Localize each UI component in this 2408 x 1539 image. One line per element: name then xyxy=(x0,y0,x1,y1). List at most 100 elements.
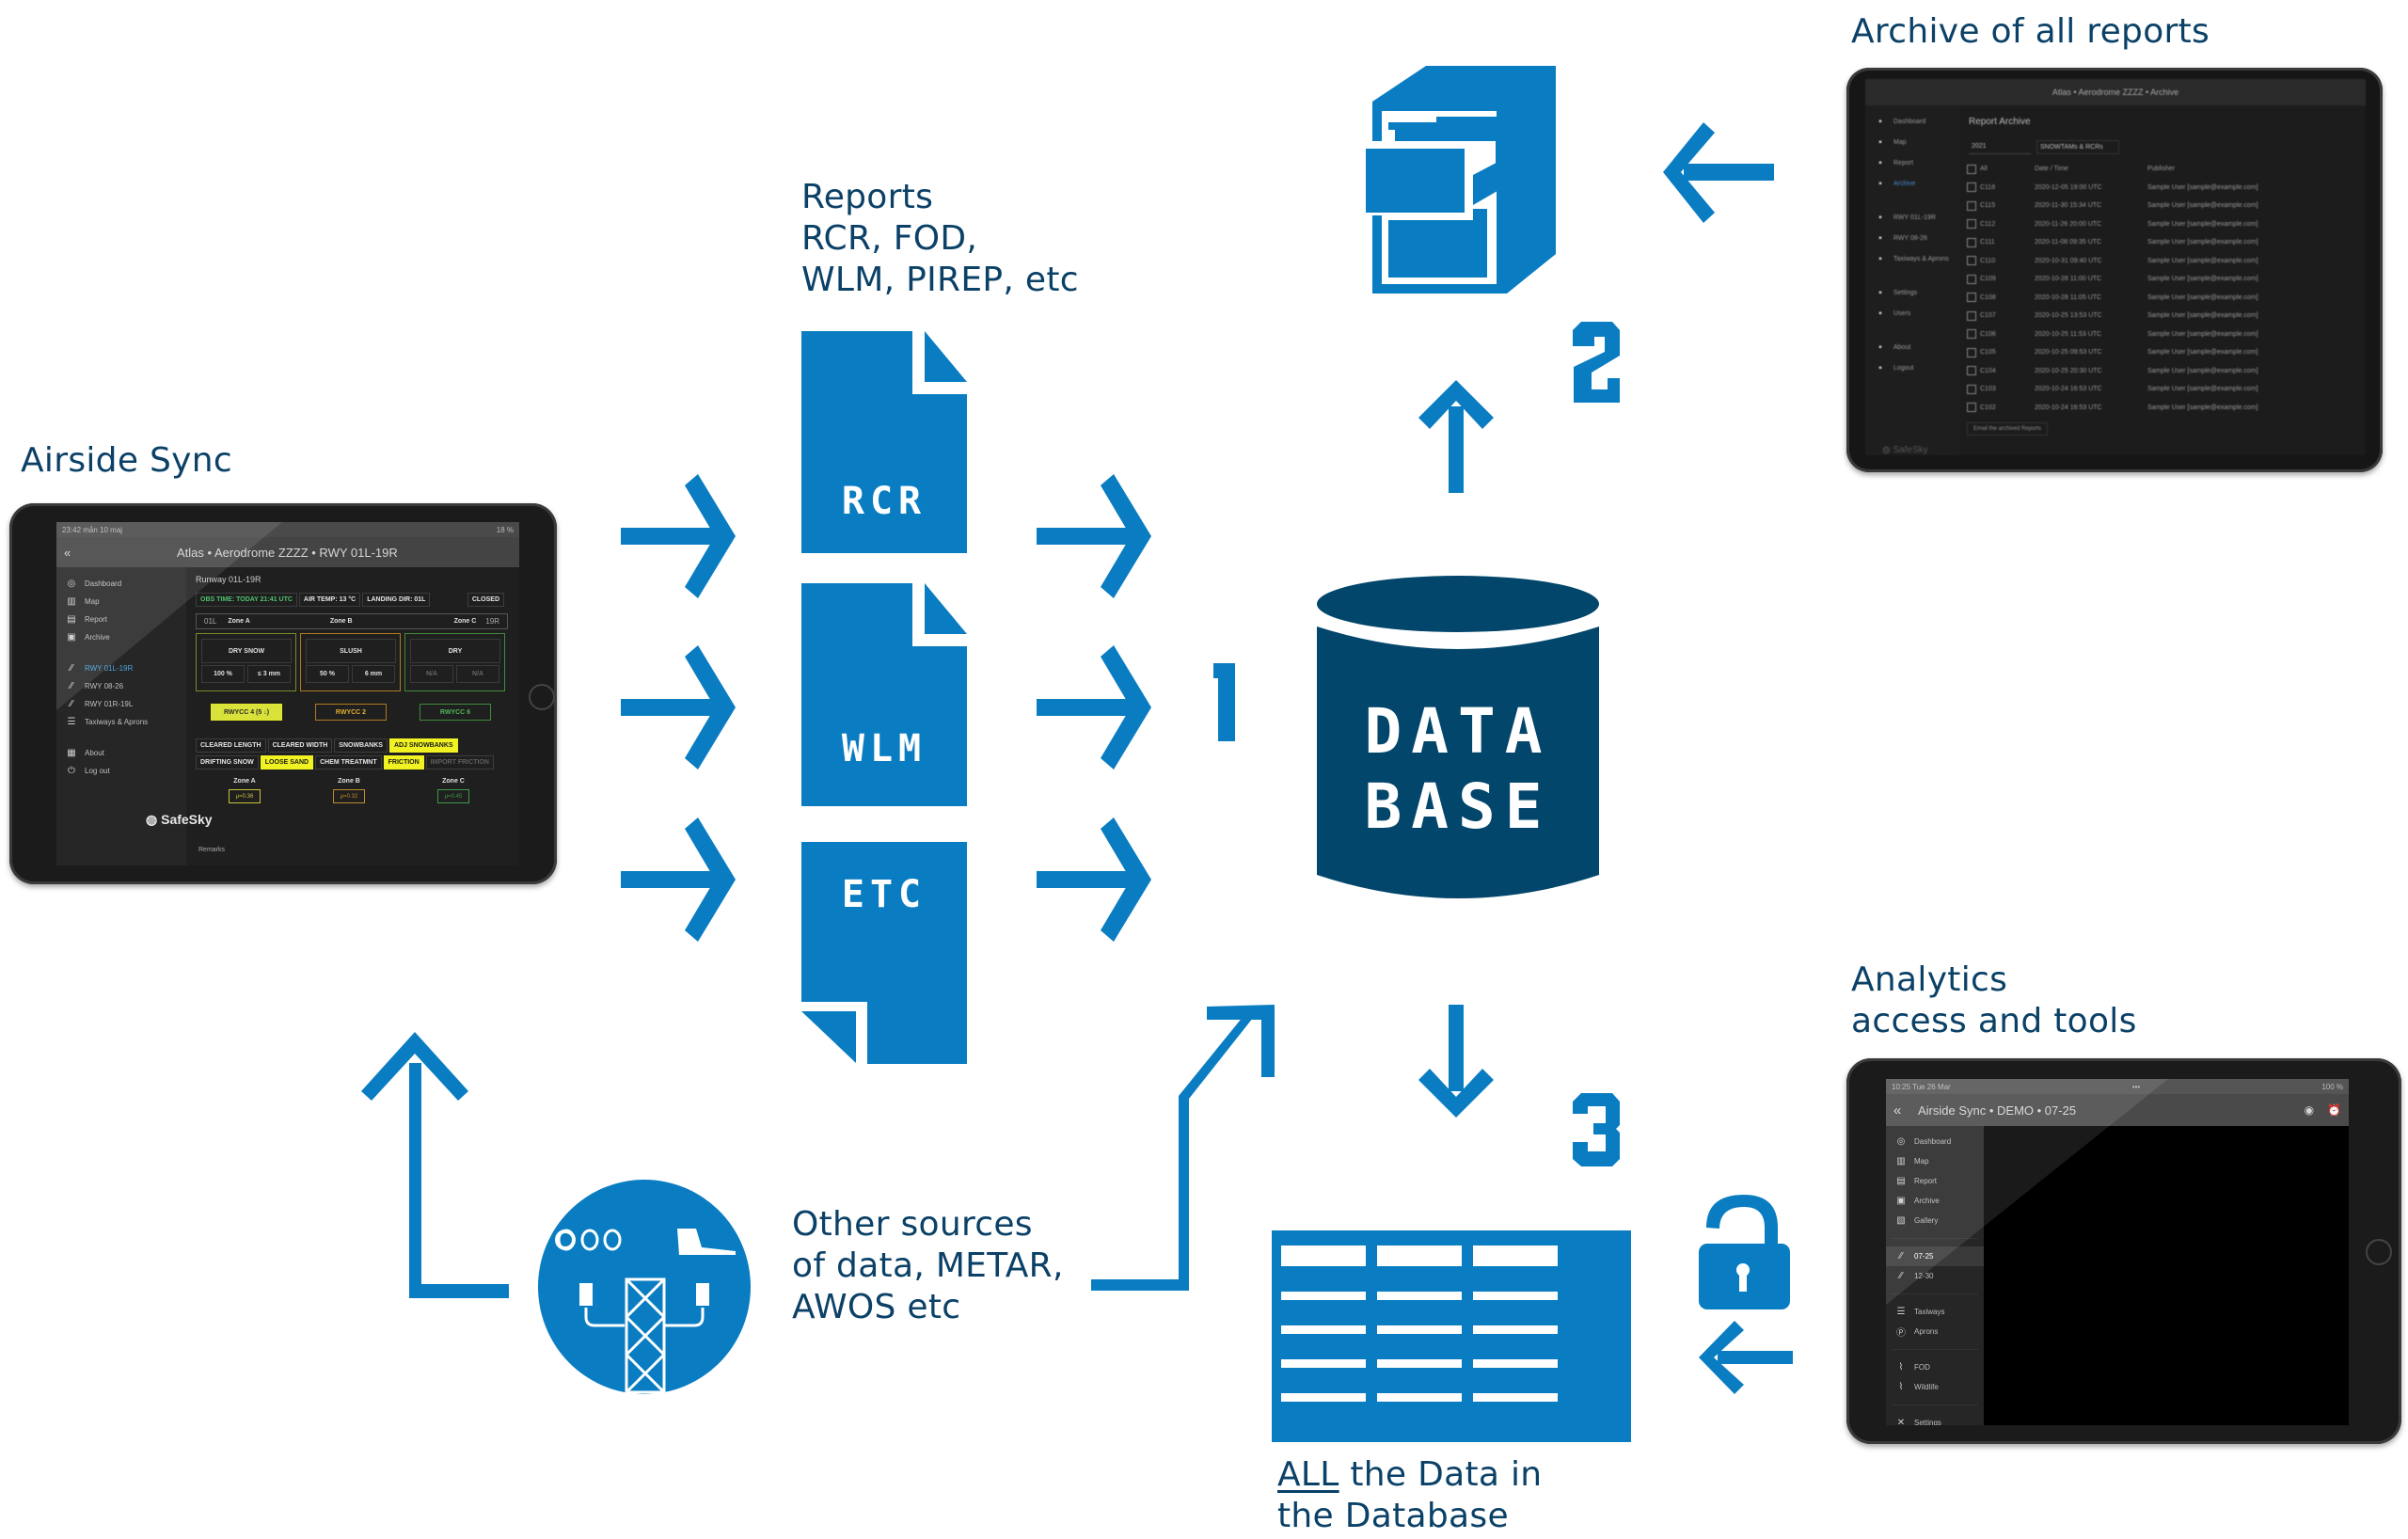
sidebar-item[interactable]: ⌇FOD xyxy=(1886,1357,1984,1377)
surface-condition[interactable]: DRY xyxy=(410,639,500,663)
depth-value[interactable]: N/A xyxy=(456,665,499,683)
sidebar-item[interactable]: ▪Report xyxy=(1865,152,1959,173)
sidebar-item[interactable]: ⁄⁄RWY 08-26 xyxy=(56,677,186,695)
sidebar-item[interactable]: ☰Taxiways & Aprons xyxy=(56,713,186,731)
archive-screen: Atlas • Aerodrome ZZZZ • Archive ▪Dashbo… xyxy=(1865,79,2366,455)
sidebar-item[interactable]: ▣Archive xyxy=(56,628,186,646)
report-publisher: Sample User [sample@example.com] xyxy=(2147,294,2258,301)
sidebar-item[interactable]: ▣Archive xyxy=(1886,1191,1984,1211)
depth-value[interactable]: 6 mm xyxy=(352,665,395,683)
condition-flag-toggle[interactable]: IMPORT FRICTION xyxy=(425,755,494,770)
home-button[interactable] xyxy=(529,684,555,710)
report-publisher: Sample User [sample@example.com] xyxy=(2147,257,2258,264)
row-checkbox[interactable] xyxy=(1967,200,1976,211)
sidebar-item[interactable]: ▧Gallery xyxy=(1886,1211,1984,1230)
sidebar-item[interactable]: ▥Map xyxy=(56,593,186,611)
sidebar-item-label: Gallery xyxy=(1914,1216,1939,1225)
row-checkbox[interactable] xyxy=(1967,182,1976,193)
condition-flag-toggle[interactable]: SNOWBANKS xyxy=(334,738,388,753)
safesky-logo: ◍ SafeSky xyxy=(146,812,213,828)
camera-icon[interactable]: ◉ xyxy=(2304,1103,2315,1117)
row-checkbox[interactable] xyxy=(1967,237,1976,247)
row-checkbox[interactable] xyxy=(1967,274,1976,284)
sidebar-item[interactable]: ▪Logout xyxy=(1865,357,1959,378)
sidebar-item[interactable]: ▪RWY 08-26 xyxy=(1865,228,1959,248)
sidebar-item[interactable]: ⁄⁄RWY 01L-19R xyxy=(56,659,186,677)
back-button[interactable]: « xyxy=(64,545,71,560)
select-all-checkbox[interactable] xyxy=(1967,164,1976,174)
sidebar-item[interactable]: ▪Users xyxy=(1865,303,1959,324)
sidebar-item-label: Logout xyxy=(1893,364,1914,372)
row-checkbox[interactable] xyxy=(1967,384,1976,394)
back-button[interactable]: « xyxy=(1893,1102,1902,1119)
sidebar-item[interactable]: ▪Taxiways & Aprons xyxy=(1865,248,1959,269)
sidebar-item[interactable]: ⁄⁄RWY 01R-19L xyxy=(56,695,186,713)
sidebar-item[interactable]: ▪Settings xyxy=(1865,282,1959,303)
sidebar-item[interactable]: ⏻Log out xyxy=(56,762,186,780)
condition-flag-toggle[interactable]: ADJ SNOWBANKS xyxy=(388,738,458,753)
condition-flag-toggle[interactable]: CLEARED WIDTH xyxy=(267,738,333,753)
runway-panel: Runway 01L-19R OBS TIME: TODAY 21:41 UTC… xyxy=(193,567,513,865)
closed-button[interactable]: CLOSED xyxy=(467,593,504,607)
condition-flag-toggle[interactable]: CHEM TREATMNT xyxy=(315,755,382,770)
sidebar-item[interactable]: ✕Settings xyxy=(1886,1413,1984,1425)
sidebar-item[interactable]: ⁄⁄07-25 xyxy=(1886,1246,1984,1266)
map-icon: ▥ xyxy=(1896,1156,1906,1166)
row-checkbox[interactable] xyxy=(1967,347,1976,357)
sidebar-item[interactable]: ▪Dashboard xyxy=(1865,111,1959,132)
row-checkbox[interactable] xyxy=(1967,256,1976,266)
surface-condition[interactable]: SLUSH xyxy=(306,639,396,663)
sidebar-item[interactable]: ▤Report xyxy=(1886,1171,1984,1191)
surface-condition[interactable]: DRY SNOW xyxy=(201,639,292,663)
row-checkbox[interactable] xyxy=(1967,219,1976,230)
row-checkbox[interactable] xyxy=(1967,329,1976,340)
email-archive-button[interactable]: Email the archived Reports xyxy=(1967,422,2049,436)
coverage-value[interactable]: N/A xyxy=(410,665,453,683)
sidebar-item-label: Dashboard xyxy=(1914,1137,1952,1146)
sidebar-item[interactable]: ▪RWY 01L-19R xyxy=(1865,207,1959,228)
condition-flag-toggle[interactable]: LOOSE SAND xyxy=(260,755,314,770)
row-checkbox[interactable] xyxy=(1967,403,1976,413)
condition-flag-toggle[interactable]: FRICTION xyxy=(383,755,424,770)
sidebar-item[interactable]: ▤Report xyxy=(56,611,186,628)
sidebar-item[interactable]: ⌇Wildlife xyxy=(1886,1377,1984,1397)
row-checkbox[interactable] xyxy=(1967,310,1976,321)
sidebar-item-label: Report xyxy=(1914,1177,1938,1185)
sidebar-item[interactable]: ▪About xyxy=(1865,337,1959,357)
alarm-icon[interactable]: ⏰ xyxy=(2327,1103,2341,1117)
depth-value[interactable]: ≤ 3 mm xyxy=(247,665,291,683)
condition-flag-toggle[interactable]: CLEARED LENGTH xyxy=(196,738,266,753)
coverage-value[interactable]: 100 % xyxy=(201,665,245,683)
sidebar-item[interactable]: ▥Map xyxy=(1886,1151,1984,1171)
condition-flag-toggle[interactable]: DRIFTING SNOW xyxy=(196,755,259,770)
sidebar-item[interactable]: ▪Map xyxy=(1865,132,1959,152)
coverage-value[interactable]: 50 % xyxy=(306,665,349,683)
other-sources-line3: AWOS etc xyxy=(792,1288,961,1326)
row-checkbox[interactable] xyxy=(1967,293,1976,303)
type-select[interactable]: SNOWTAMs & RCRs xyxy=(2036,140,2119,154)
sidebar-item[interactable]: ▪Archive xyxy=(1865,173,1959,194)
sidebar-item[interactable]: ◎Dashboard xyxy=(1886,1132,1984,1151)
sidebar-item[interactable]: ⁄⁄12-30 xyxy=(1886,1266,1984,1286)
home-button[interactable] xyxy=(2366,1239,2392,1265)
year-select[interactable]: 2021 xyxy=(1969,140,2031,154)
row-checkbox[interactable] xyxy=(1967,366,1976,376)
sidebar-item[interactable]: ◎Dashboard xyxy=(56,575,186,593)
sidebar-item[interactable]: ▦About xyxy=(56,744,186,762)
report-publisher: Sample User [sample@example.com] xyxy=(2147,220,2258,228)
sidebar-item[interactable]: ☰Taxiways xyxy=(1886,1302,1984,1322)
